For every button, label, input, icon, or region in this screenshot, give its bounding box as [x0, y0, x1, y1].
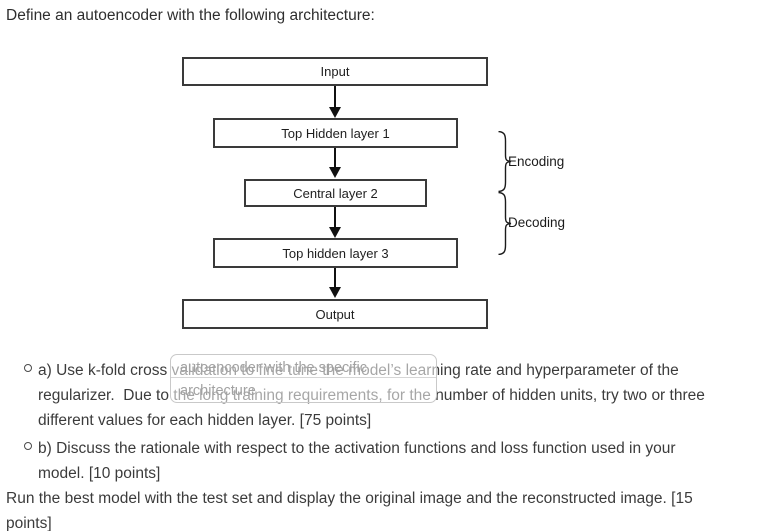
diagram-box-label: Top Hidden layer 1: [281, 125, 390, 141]
page-title: Define an autoencoder with the following…: [6, 7, 375, 24]
diagram-box-hidden3: Top hidden layer 3: [213, 238, 458, 268]
tooltip-text-line: architecture: [180, 383, 256, 399]
diagram-box-label: Output: [315, 306, 355, 322]
bullet-icon: [24, 364, 32, 372]
diagram-box-label: Central layer 2: [293, 185, 378, 201]
decoding-brace-icon: [498, 192, 512, 255]
tooltip-text-line: autoencoder with the specific: [180, 360, 367, 376]
arrow-stem: [334, 86, 336, 107]
diagram-box-hidden1: Top Hidden layer 1: [213, 118, 458, 148]
arrow-stem: [334, 148, 336, 167]
decoding-label: Decoding: [508, 215, 566, 230]
question-b-line: b) Discuss the rationale with respect to…: [38, 440, 676, 457]
diagram-box-label: Input: [320, 64, 350, 79]
arrow-stem: [334, 207, 336, 227]
question-b: b) Discuss the rationale with respect to…: [38, 436, 676, 486]
closing-line: Run the best model with the test set and…: [6, 490, 693, 507]
tooltip-divider: [171, 377, 436, 378]
diagram-box-input: Input: [182, 57, 488, 86]
arrow-down-icon: [329, 107, 341, 118]
diagram-box-central: Central layer 2: [244, 179, 427, 207]
arrow-down-icon: [329, 287, 341, 298]
question-a-line: different values for each hidden layer. …: [38, 412, 372, 429]
diagram-box-output: Output: [182, 299, 488, 329]
diagram-box-label: Top hidden layer 3: [282, 245, 389, 261]
encoding-brace-icon: [498, 131, 512, 192]
alt-text-tooltip: autoencoder with the specific architectu…: [170, 354, 437, 403]
question-b-line: model. [10 points]: [38, 465, 161, 482]
closing-paragraph: Run the best model with the test set and…: [6, 486, 693, 531]
arrow-down-icon: [329, 227, 341, 238]
closing-line: points]: [6, 515, 52, 531]
arrow-down-icon: [329, 167, 341, 178]
arrow-stem: [334, 268, 336, 287]
bullet-icon: [24, 442, 32, 450]
encoding-label: Encoding: [508, 154, 565, 169]
